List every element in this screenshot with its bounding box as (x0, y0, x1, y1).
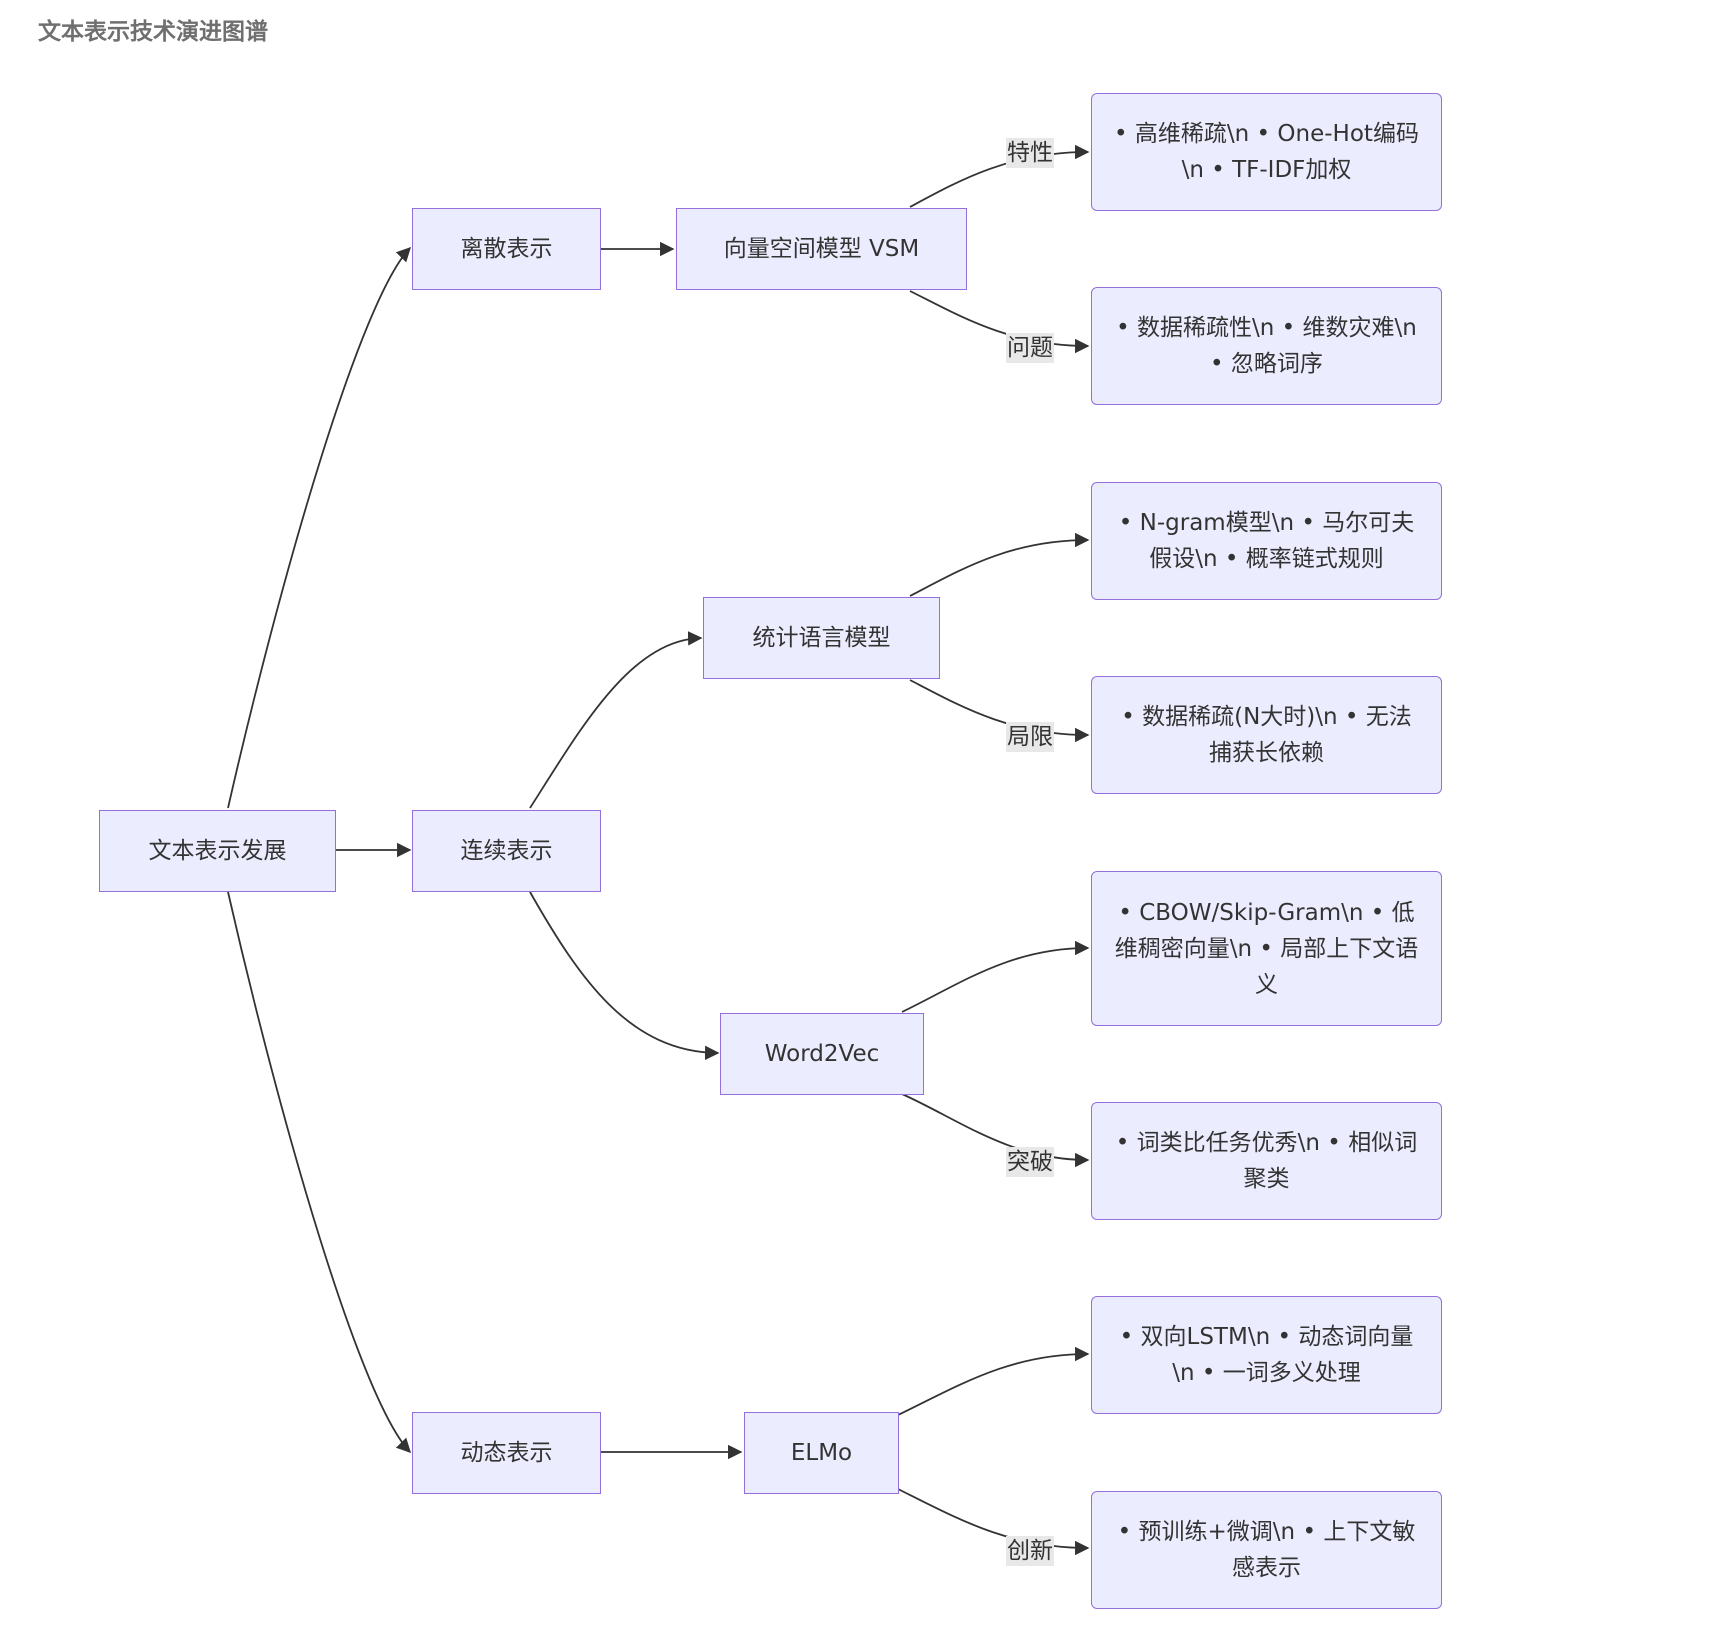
node-root: 文本表示发展 (99, 810, 336, 892)
edge-continuous-statlm (529, 631, 703, 809)
node-vsm: 向量空间模型 VSM (676, 208, 967, 290)
page-title: 文本表示技术演进图谱 (38, 19, 268, 45)
node-w2v-breakthrough: • 词类比任务优秀\n • 相似词聚类 (1091, 1102, 1442, 1220)
edge-label-vsm-problems: 问题 (1006, 333, 1054, 363)
node-word2vec: Word2Vec (720, 1013, 924, 1095)
node-vsm-problems: • 数据稀疏性\n • 维数灾难\n • 忽略词序 (1091, 287, 1442, 405)
node-stat-lm: 统计语言模型 (703, 597, 940, 679)
edge-word2vec-breakthrough (901, 1093, 1090, 1168)
edge-word2vec-features (901, 940, 1090, 1013)
edge-root-discrete (227, 246, 411, 809)
edge-vsm-features (909, 144, 1090, 208)
node-elmo-features: • 双向LSTM\n • 动态词向量\n • 一词多义处理 (1091, 1296, 1442, 1414)
node-w2v-features: • CBOW/Skip-Gram\n • 低维稠密向量\n • 局部上下文语义 (1091, 871, 1442, 1026)
node-discrete: 离散表示 (412, 208, 601, 290)
edge-label-vsm-features: 特性 (1006, 138, 1054, 168)
edge-statlm-limits (909, 679, 1090, 743)
node-vsm-features: • 高维稀疏\n • One-Hot编码\n • TF-IDF加权 (1091, 93, 1442, 211)
edge-label-w2v-breakthrough: 突破 (1006, 1147, 1054, 1177)
node-dynamic: 动态表示 (412, 1412, 601, 1494)
edge-label-stat-limits: 局限 (1006, 722, 1054, 752)
edge-label-elmo-innovation: 创新 (1006, 1536, 1054, 1566)
edge-root-dynamic (227, 891, 411, 1454)
edge-elmo-features (897, 1346, 1090, 1416)
edge-continuous-word2vec (529, 891, 720, 1061)
node-stat-limits: • 数据稀疏(N大时)\n • 无法捕获长依赖 (1091, 676, 1442, 794)
edge-vsm-problems (909, 290, 1090, 354)
node-stat-features: • N-gram模型\n • 马尔可夫假设\n • 概率链式规则 (1091, 482, 1442, 600)
node-continuous: 连续表示 (412, 810, 601, 892)
edge-elmo-innovation (897, 1488, 1090, 1556)
node-elmo-innovation: • 预训练+微调\n • 上下文敏感表示 (1091, 1491, 1442, 1609)
edge-statlm-features (909, 532, 1090, 597)
node-elmo: ELMo (744, 1412, 899, 1494)
